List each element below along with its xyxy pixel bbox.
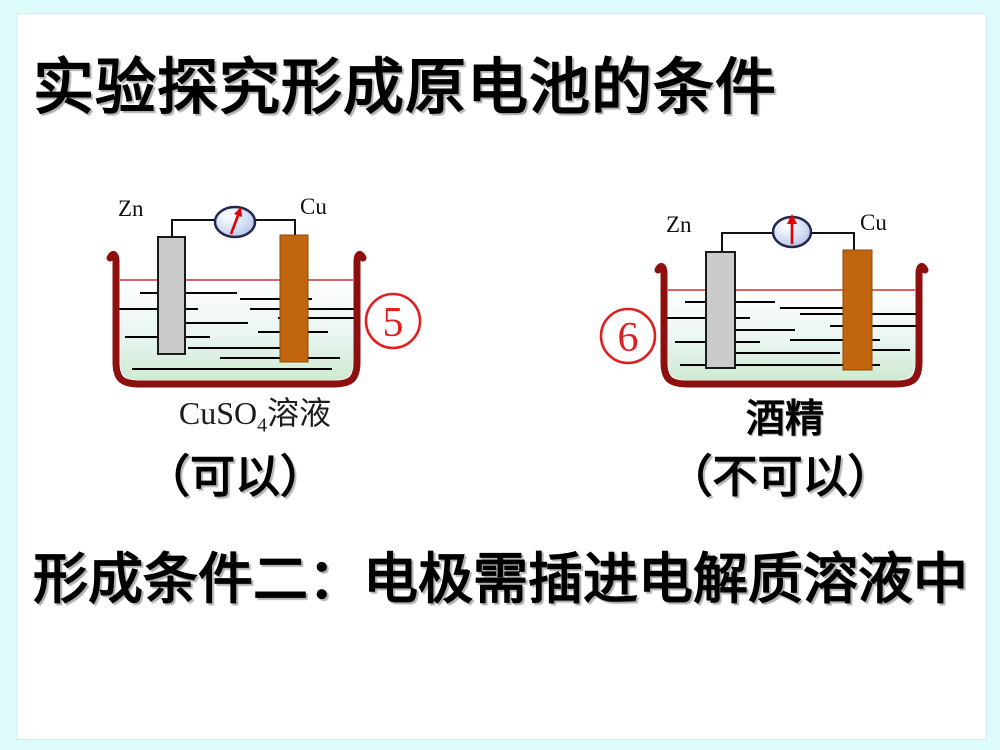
right-cell-diagram: Zn Cu 6 <box>599 210 929 388</box>
cuso4-formula: CuSO <box>178 395 258 431</box>
badge-number-5: 5 <box>364 292 422 350</box>
copper-electrode <box>842 249 873 371</box>
copper-label: Cu <box>300 194 327 219</box>
right-verdict: （不可以） <box>667 452 893 502</box>
galvanometer-vertical-icon <box>771 214 813 249</box>
zinc-label: Zn <box>666 212 692 237</box>
slide-title: 实验探究形成原电池的条件 <box>33 55 778 122</box>
solution-alcohol <box>666 289 916 380</box>
svg-text:6: 6 <box>618 315 639 361</box>
zinc-label: Zn <box>118 196 144 221</box>
zinc-electrode <box>157 236 186 355</box>
beaker <box>106 251 367 388</box>
copper-electrode <box>279 234 309 363</box>
right-solution-caption: 酒精 <box>745 398 824 441</box>
solution-cuso4 <box>118 279 355 380</box>
galvanometer-deflected-icon <box>213 205 257 239</box>
badge-number-6: 6 <box>599 307 657 365</box>
left-cell-diagram: Zn Cu 5 <box>106 194 422 388</box>
beaker <box>654 263 929 388</box>
wire <box>721 232 855 252</box>
conclusion-text: 形成条件二：电极需插进电解质溶液中 <box>33 549 969 610</box>
cuso4-subscript: 4 <box>257 414 268 437</box>
svg-text:5: 5 <box>383 300 404 346</box>
wire <box>171 219 296 237</box>
zinc-electrode <box>705 251 736 369</box>
solution-word: 溶液 <box>267 395 332 431</box>
left-verdict: （可以） <box>144 452 325 502</box>
copper-label: Cu <box>860 210 887 235</box>
left-solution-caption: CuSO4溶液 <box>138 388 372 437</box>
